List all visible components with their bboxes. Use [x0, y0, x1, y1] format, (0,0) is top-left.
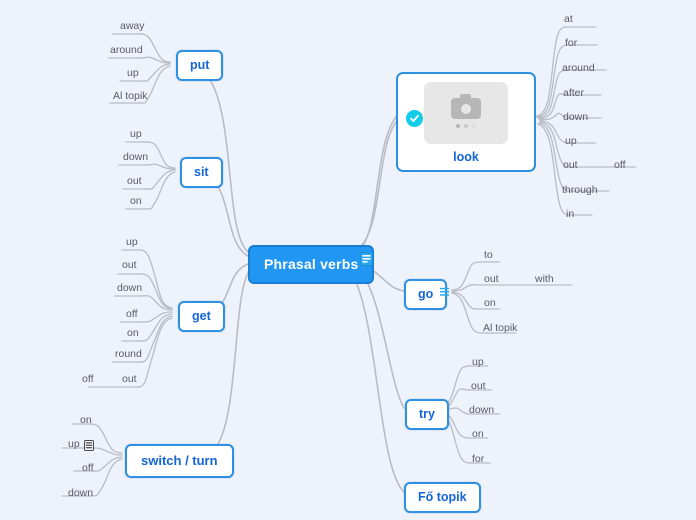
node-sit[interactable]: sit [180, 157, 223, 188]
leaf-look-around[interactable]: around [562, 62, 595, 74]
leaf-go-out[interactable]: out [484, 273, 499, 285]
node-look[interactable]: look [396, 72, 536, 172]
node-try[interactable]: try [405, 399, 449, 430]
leaf-go-to[interactable]: to [484, 249, 493, 261]
leaf-try-up[interactable]: up [472, 356, 484, 368]
leaf-look-in[interactable]: in [566, 208, 575, 220]
leaf-look-at[interactable]: at [564, 13, 573, 25]
camera-icon [451, 94, 481, 119]
leaf-go-out-with[interactable]: with [535, 273, 554, 285]
note-icon[interactable] [360, 252, 373, 271]
node-put[interactable]: put [176, 50, 224, 81]
leaf-try-on[interactable]: on [472, 428, 484, 440]
note-icon[interactable] [440, 284, 449, 302]
leaf-look-for[interactable]: for [565, 37, 578, 49]
leaf-switch-down[interactable]: down [68, 487, 94, 499]
node-switch-turn-label: switch / turn [141, 453, 218, 468]
leaf-look-down[interactable]: down [563, 111, 589, 123]
leaf-put-up[interactable]: up [127, 67, 139, 79]
leaf-get-off[interactable]: off [126, 308, 138, 320]
node-sit-label: sit [194, 165, 209, 179]
leaf-try-down[interactable]: down [469, 404, 495, 416]
leaf-sit-on[interactable]: on [130, 195, 142, 207]
leaf-put-away[interactable]: away [120, 20, 145, 32]
camera-image-placeholder [424, 82, 508, 144]
root-node-phrasal-verbs[interactable]: Phrasal verbs [248, 245, 375, 284]
leaf-go-al-topik[interactable]: Al topik [483, 322, 518, 334]
note-icon[interactable] [84, 438, 94, 456]
node-get[interactable]: get [178, 301, 225, 332]
leaf-get-round[interactable]: round [115, 348, 142, 360]
node-switch-turn[interactable]: switch / turn [125, 444, 234, 478]
leaf-get-down[interactable]: down [117, 282, 143, 294]
leaf-get-on[interactable]: on [127, 327, 139, 339]
leaf-look-through[interactable]: through [562, 184, 598, 196]
leaf-switch-on[interactable]: on [80, 414, 92, 426]
leaf-sit-out[interactable]: out [127, 175, 142, 187]
leaf-look-after[interactable]: after [563, 87, 585, 99]
node-fo-topik-label: Fő topik [418, 490, 467, 504]
node-put-label: put [190, 58, 210, 72]
leaf-try-out[interactable]: out [471, 380, 486, 392]
node-look-label: look [453, 150, 479, 164]
leaf-look-up[interactable]: up [565, 135, 577, 147]
leaf-get-out-off[interactable]: off [82, 373, 94, 385]
root-node-label: Phrasal verbs [264, 256, 359, 272]
node-get-label: get [192, 309, 211, 323]
leaf-get-out-2[interactable]: out [122, 373, 137, 385]
leaf-look-out[interactable]: out [563, 159, 578, 171]
node-try-label: try [419, 407, 435, 421]
leaf-put-around[interactable]: around [110, 44, 143, 56]
leaf-put-al-topik[interactable]: Al topik [113, 90, 148, 102]
leaf-sit-down[interactable]: down [123, 151, 149, 163]
leaf-try-for[interactable]: for [472, 453, 485, 465]
leaf-get-out[interactable]: out [122, 259, 137, 271]
leaf-look-out-off[interactable]: off [614, 159, 626, 171]
leaf-switch-up[interactable]: up [68, 438, 80, 450]
node-fo-topik[interactable]: Fő topik [404, 482, 481, 513]
loading-dots [456, 124, 476, 128]
node-go-label: go [418, 287, 434, 301]
leaf-sit-up[interactable]: up [130, 128, 142, 140]
leaf-go-on[interactable]: on [484, 297, 496, 309]
leaf-switch-off[interactable]: off [82, 462, 94, 474]
check-badge-icon[interactable] [406, 110, 423, 127]
leaf-get-up[interactable]: up [126, 236, 138, 248]
